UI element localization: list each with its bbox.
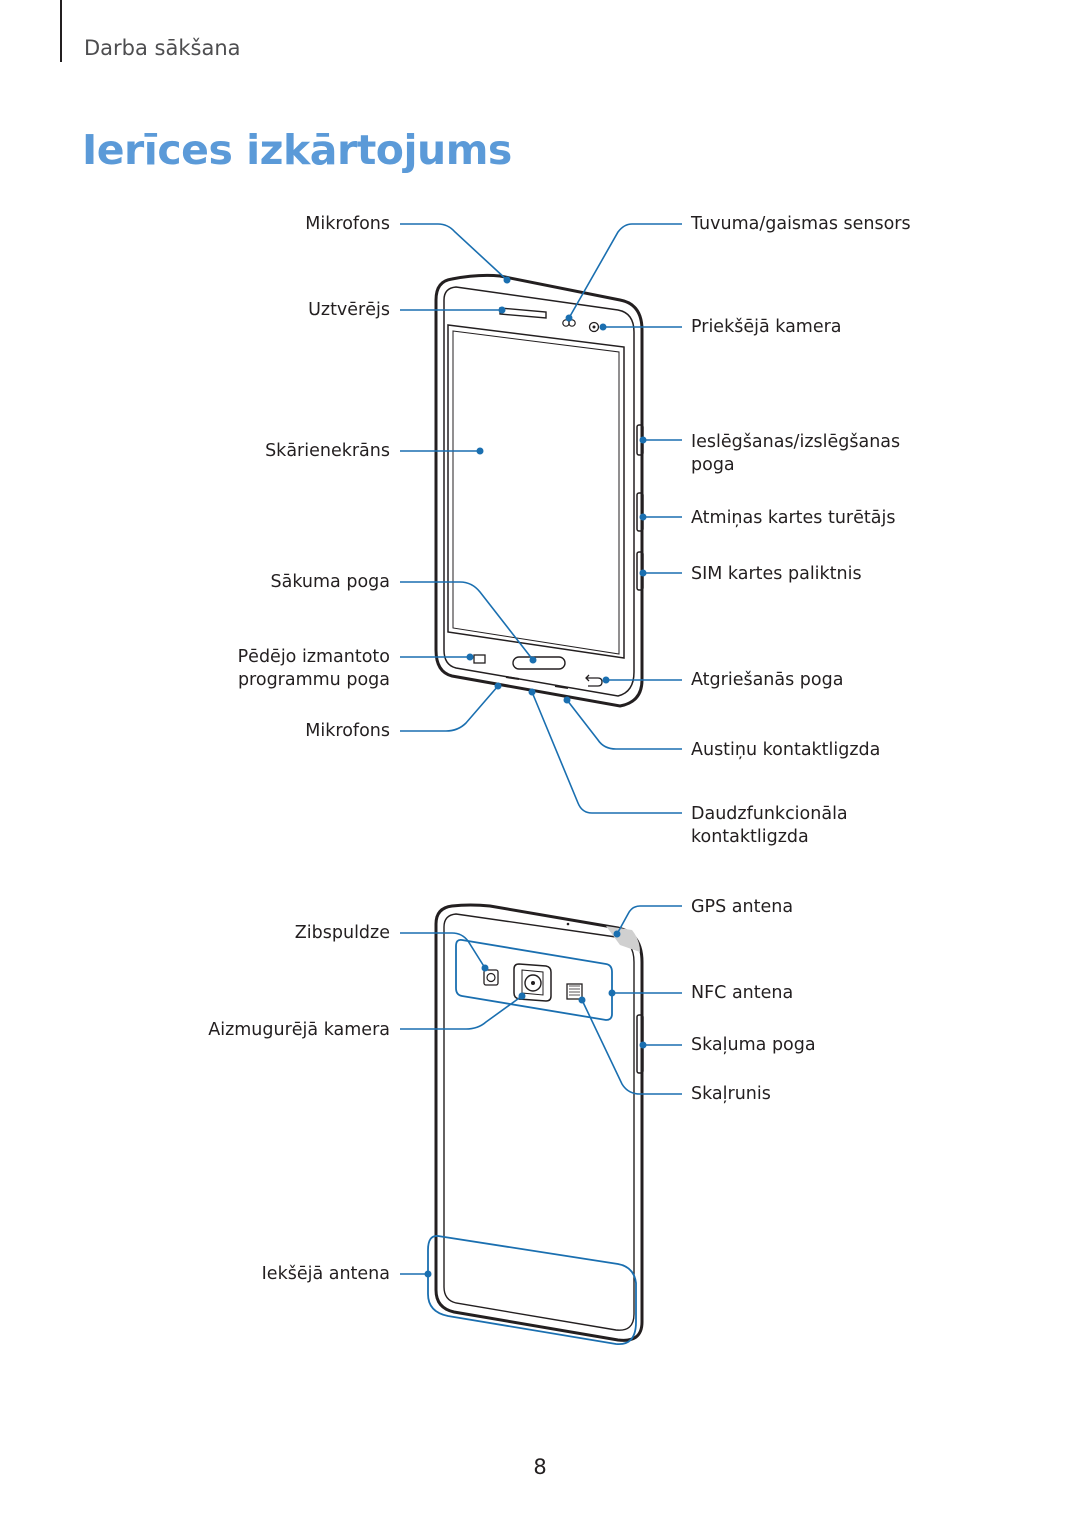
label-multipurpose-jack-2: kontaktligzda: [691, 827, 809, 847]
label-speaker: Skaļrunis: [691, 1084, 771, 1104]
label-gps-antenna: GPS antena: [691, 897, 794, 917]
label-earpiece: Uztvērējs: [308, 300, 390, 320]
nfc-antenna-area: [455, 938, 613, 1021]
label-recent-apps-1: Pēdējo izmantoto: [237, 647, 390, 667]
label-power-key-2: poga: [691, 455, 735, 475]
front-callouts: [400, 223, 682, 814]
page-number: 8: [533, 1455, 547, 1479]
label-flash: Zibspuldze: [294, 923, 390, 943]
internal-antenna-area: [427, 1235, 637, 1345]
label-mic-bottom: Mikrofons: [305, 721, 390, 741]
label-internal-antenna: Iekšējā antena: [261, 1264, 390, 1284]
front-callout-dots: [466, 276, 647, 704]
label-nfc-antenna: NFC antena: [691, 983, 794, 1003]
label-mic-top: Mikrofons: [305, 214, 390, 234]
page-title: Ierīces izkārtojums: [82, 126, 512, 174]
label-multipurpose-jack-1: Daudzfunkcionāla: [691, 804, 848, 824]
rear-phone: [434, 903, 644, 1342]
label-touchscreen: Skārienekrāns: [265, 441, 390, 461]
label-front-camera: Priekšējā kamera: [691, 317, 842, 337]
label-proximity-sensor: Tuvuma/gaismas sensors: [691, 214, 911, 234]
label-recent-apps-2: programmu poga: [237, 670, 390, 690]
header-rule: [60, 0, 62, 62]
rear-callouts: [400, 905, 682, 1275]
rear-callout-dots: [424, 930, 647, 1278]
label-memory-card-tray: Atmiņas kartes turētājs: [691, 508, 896, 528]
section-title: Darba sākšana: [84, 36, 241, 60]
label-sim-tray: SIM kartes paliktnis: [691, 564, 862, 584]
label-headset-jack: Austiņu kontaktligzda: [691, 740, 881, 760]
label-rear-camera: Aizmugurējā kamera: [208, 1020, 390, 1040]
front-phone: [434, 273, 644, 708]
label-volume-key: Skaļuma poga: [691, 1035, 816, 1055]
label-home-key: Sākuma poga: [270, 572, 390, 592]
label-power-key-1: Ieslēgšanas/izslēgšanas: [691, 432, 901, 452]
label-back-key: Atgriešanās poga: [691, 670, 844, 690]
